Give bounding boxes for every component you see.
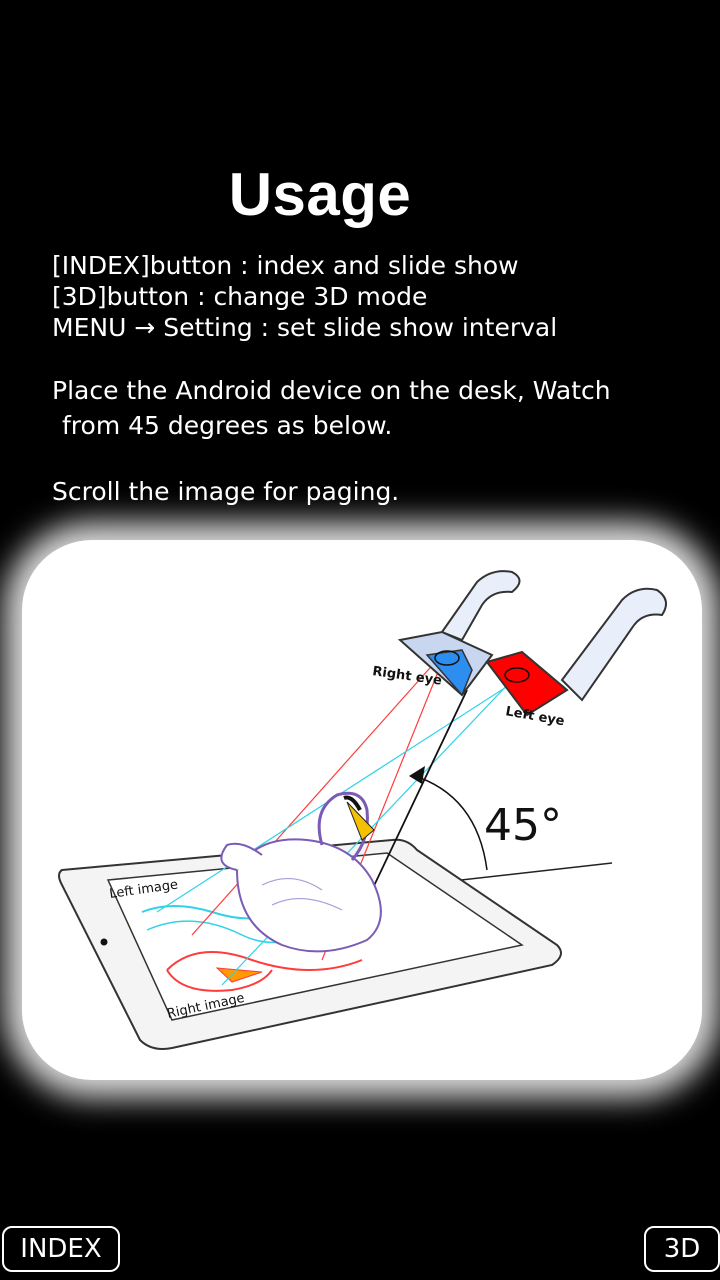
page-title: Usage (228, 161, 412, 228)
swan-figure (220, 791, 382, 953)
3d-mode-button[interactable]: 3D (644, 1226, 720, 1272)
instruction-index-button: [INDEX]button : index and slide show (52, 251, 519, 280)
viewing-instructions: Place the Android device on the desk, Wa… (52, 373, 692, 443)
usage-diagram: Right eye Left eye 45° Left image Right … (58, 570, 667, 1050)
viewing-axis-line (371, 689, 468, 891)
right-image-swan (166, 951, 363, 971)
right-eye-ray-1 (191, 659, 438, 936)
tablet-home-button (100, 938, 108, 946)
angle-arrow (409, 766, 425, 784)
scroll-instructions: Scroll the image for paging. (52, 477, 400, 506)
index-button[interactable]: INDEX (2, 1226, 120, 1272)
3d-glasses-icon (397, 570, 667, 717)
angle-label: 45° (484, 800, 562, 851)
instruction-3d-button: [3D]button : change 3D mode (52, 282, 428, 311)
angle-arc (411, 774, 488, 871)
instructions-list: [INDEX]button : index and slide show [3D… (52, 250, 692, 343)
usage-illustration[interactable]: Right eye Left eye 45° Left image Right … (22, 540, 702, 1080)
instruction-menu-setting: MENU → Setting : set slide show interval (52, 313, 558, 342)
viewing-instructions-line1: Place the Android device on the desk, Wa… (52, 376, 611, 405)
viewing-instructions-line2: from 45 degrees as below. (62, 411, 393, 440)
left-lens (485, 650, 569, 717)
